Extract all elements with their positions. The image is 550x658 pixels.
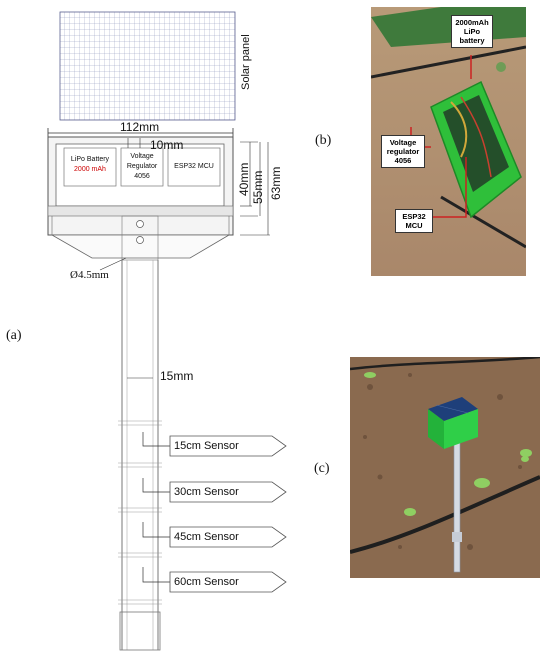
photo-b-enclosure-closeup: 2000mAh LiPo battery Voltage regulator 4…: [371, 7, 526, 276]
battery-box: [63, 147, 117, 187]
battery-callout: 2000mAh LiPo battery: [451, 15, 493, 48]
height-55-dimension: 55mm: [251, 170, 265, 204]
sensor-arrows: [142, 432, 287, 593]
panel-c-tag: (c): [314, 461, 330, 476]
height-63-dimension: 63mm: [269, 166, 283, 200]
battery-capacity: 2000 mAh: [74, 166, 106, 173]
sensor-arrow-15: [169, 435, 287, 457]
sensor-arrow-30: [169, 481, 287, 503]
device-schematic: [47, 11, 287, 651]
mcu-label: ESP32 MCU: [174, 163, 214, 170]
height-40-dimension: 40mm: [237, 162, 251, 196]
panel-b-tag: (b): [315, 133, 332, 148]
solar-panel-label: Solar panel: [240, 34, 252, 90]
battery-label: LiPo Battery 2000 mAh: [64, 155, 116, 175]
rod-dimension: 15mm: [160, 369, 194, 383]
mcu-callout: ESP32 MCU: [395, 209, 433, 233]
sensor-label-15: 15cm Sensor: [174, 440, 239, 452]
photo-c-field-deployment: [350, 357, 540, 578]
mounting-bracket: [50, 215, 231, 271]
regulator-box: [120, 147, 164, 187]
sensor-arrow-60: [169, 571, 287, 593]
regulator-callout: Voltage regulator 4056: [381, 135, 425, 168]
panel-a-tag: (a): [6, 328, 22, 343]
probe-rod: [118, 260, 162, 651]
sensor-label-45: 45cm Sensor: [174, 531, 239, 543]
width-dimension: 112mm: [120, 120, 160, 134]
gap-dimension: 10mm: [150, 138, 184, 152]
hole-dimension: Ø4.5mm: [70, 269, 109, 281]
solar-panel: [59, 11, 236, 121]
sensor-label-30: 30cm Sensor: [174, 486, 239, 498]
mcu-box: [167, 147, 221, 187]
photo-c-illustration: [350, 357, 540, 578]
sensor-arrow-45: [169, 526, 287, 548]
regulator-label: Voltage Regulator 4056: [126, 153, 158, 180]
sensor-label-60: 60cm Sensor: [174, 576, 239, 588]
